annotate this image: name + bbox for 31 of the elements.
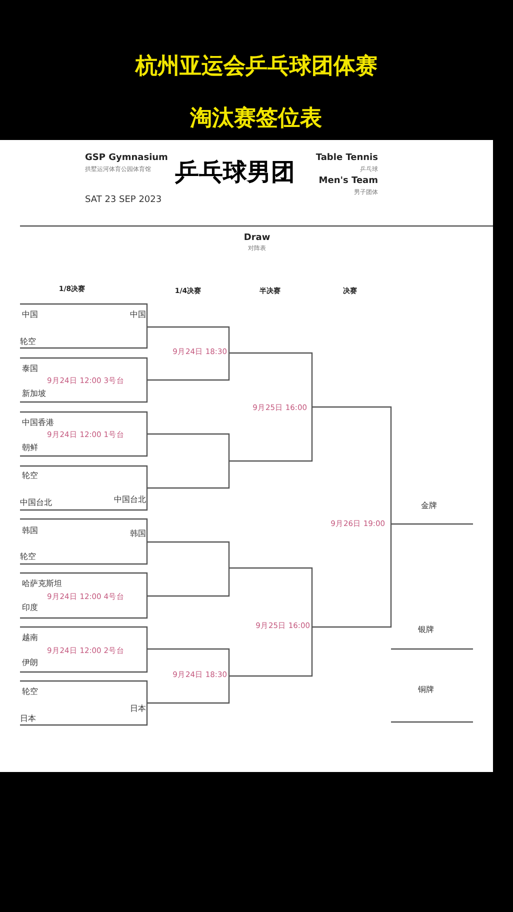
team-name: 铜牌 bbox=[418, 686, 434, 694]
event-heading: 乒乓球男团 bbox=[175, 160, 295, 184]
team-name: 日本 bbox=[130, 705, 146, 713]
header-text: Table Tennis bbox=[316, 154, 378, 163]
team-name: 中国台北 bbox=[20, 499, 52, 507]
team-name: 韩国 bbox=[22, 527, 38, 535]
team-name: 哈萨克斯坦 bbox=[22, 580, 62, 588]
subtitle: 淘汰赛签位表 bbox=[190, 108, 322, 130]
header-text: GSP Gymnasium bbox=[85, 154, 168, 163]
team-name: 中国香港 bbox=[22, 419, 54, 427]
team-name: 轮空 bbox=[20, 553, 36, 561]
team-name: 印度 bbox=[22, 604, 38, 612]
team-name: 金牌 bbox=[421, 502, 437, 510]
date-text: SAT 23 SEP 2023 bbox=[85, 196, 162, 205]
team-name: 朝鲜 bbox=[22, 444, 38, 452]
team-name: 轮空 bbox=[22, 472, 38, 480]
team-name: 中国 bbox=[22, 311, 38, 319]
header-text: Men's Team bbox=[318, 177, 378, 186]
team-name: 中国台北 bbox=[114, 496, 146, 504]
team-name: 日本 bbox=[20, 715, 36, 723]
team-name: 银牌 bbox=[418, 626, 434, 634]
team-name: 新加坡 bbox=[22, 390, 46, 398]
team-name: 韩国 bbox=[130, 530, 146, 538]
team-name: 越南 bbox=[22, 634, 38, 642]
title: 杭州亚运会乒乓球团体赛 bbox=[134, 56, 378, 78]
team-name: 轮空 bbox=[22, 688, 38, 696]
team-name: 伊朗 bbox=[22, 659, 38, 667]
header-text: Draw bbox=[244, 234, 270, 243]
team-name: 泰国 bbox=[22, 365, 38, 373]
team-name: 中国 bbox=[130, 311, 146, 319]
team-name: 轮空 bbox=[20, 338, 36, 346]
